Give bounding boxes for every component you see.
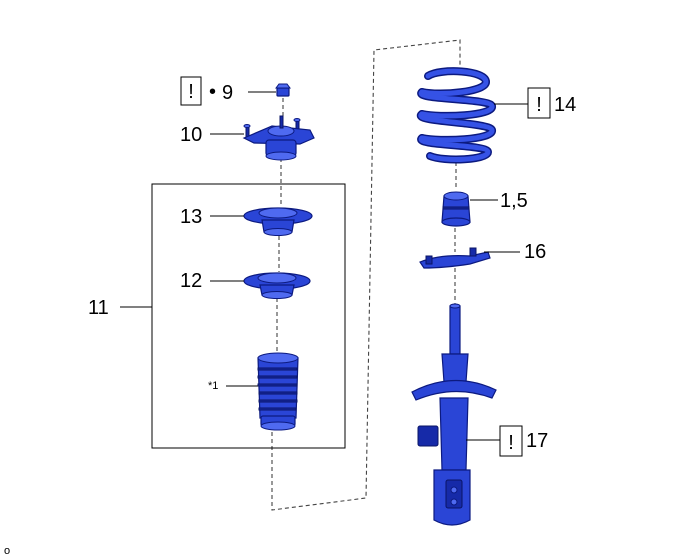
exclamation-box-icon: !	[508, 432, 514, 454]
exclamation-box-icon: !	[188, 81, 194, 103]
label-part-9: 9	[222, 82, 233, 104]
label-part-10: 10	[180, 124, 202, 146]
part-16-lower-insulator	[419, 247, 491, 269]
exclamation-box-icon: !	[536, 94, 542, 116]
label-part-14: 14	[554, 94, 576, 116]
leader-lines	[120, 91, 528, 441]
bullet-mark-9: •	[209, 81, 216, 103]
part-9-nut	[275, 83, 291, 97]
label-part-12: 12	[180, 270, 202, 292]
warning-mark-17: !	[499, 425, 523, 457]
part-17-strut-absorber	[411, 303, 497, 526]
label-part-16: 16	[524, 241, 546, 263]
corner-mark: o	[4, 545, 10, 557]
part-10-upper-support	[242, 115, 315, 161]
part-14-coil-spring	[416, 67, 496, 164]
group-frame-11	[151, 183, 346, 449]
label-part-17: 17	[526, 430, 548, 452]
part-12-insulator	[243, 272, 311, 299]
label-note-1: *1	[208, 380, 218, 392]
label-part-1-5: 1,5	[500, 190, 528, 212]
label-part-11: 11	[88, 297, 109, 319]
warning-mark-9: !	[180, 76, 202, 106]
assembly-guide-lines	[271, 39, 461, 511]
part-bump-stopper	[441, 191, 471, 227]
warning-mark-14: !	[527, 87, 551, 119]
part-dust-boot	[257, 352, 299, 431]
label-part-13: 13	[180, 206, 202, 228]
part-13-upper-seat	[243, 207, 313, 236]
